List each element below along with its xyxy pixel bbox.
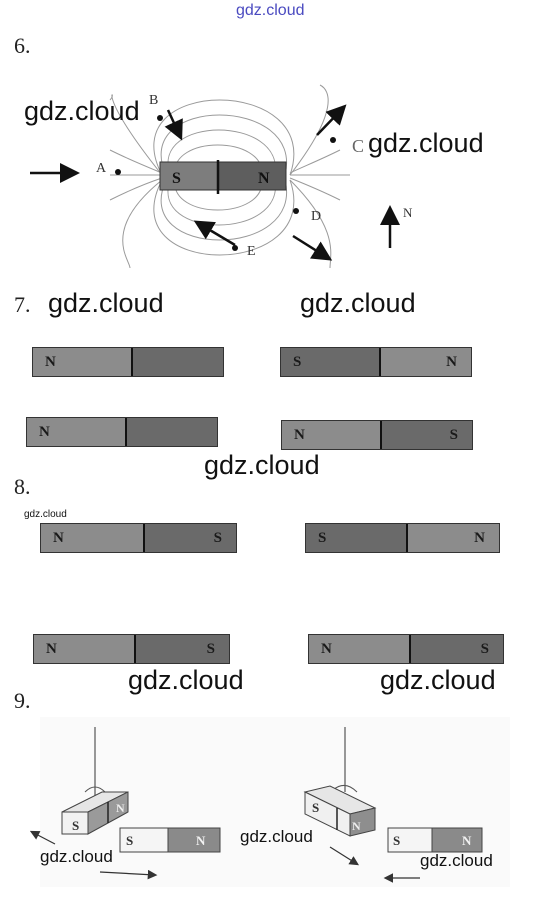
magnet-7-3-right — [127, 418, 217, 446]
point-d: D — [311, 209, 321, 224]
point-e: E — [247, 244, 256, 259]
magnet-8-1: N S — [40, 523, 237, 553]
magnet-7-4-right: S — [382, 421, 472, 449]
bar-left-n: N — [196, 833, 206, 848]
watermark-7b: gdz.cloud — [300, 288, 416, 318]
magnet-7-2-left: S — [281, 348, 379, 376]
watermark-6b: gdz.cloud — [368, 128, 484, 158]
task-6-number: 6. — [14, 33, 31, 58]
point-a: A — [96, 161, 107, 176]
task-9-number: 9. — [14, 688, 31, 713]
bar-left-s: S — [126, 833, 133, 848]
magnet-8-4-right: S — [411, 635, 503, 663]
watermark-7c: gdz.cloud — [204, 450, 320, 480]
magnet6-left-label: S — [172, 170, 181, 187]
watermark-9b: gdz.cloud — [240, 827, 313, 846]
watermark-top: gdz.cloud — [236, 2, 305, 19]
hang-left-s: S — [72, 818, 79, 833]
watermark-9a: gdz.cloud — [40, 847, 113, 866]
hanging-magnets-diagram: S N S N S N S N — [29, 717, 510, 887]
watermark-6a: gdz.cloud — [24, 96, 140, 126]
watermark-8-small: gdz.cloud — [24, 509, 67, 520]
magnet-7-4: N S — [281, 420, 473, 450]
magnet-8-4-left: N — [309, 635, 409, 663]
magnet-8-3: N S — [33, 634, 230, 664]
magnet-8-2: S N — [305, 523, 500, 553]
magnetic-field-diagram: S N A B C D E N — [30, 84, 413, 269]
magnet-7-3: N — [26, 417, 218, 447]
magnet-7-3-left: N — [27, 418, 125, 446]
magnet-8-1-left: N — [41, 524, 143, 552]
watermark-7a: gdz.cloud — [48, 288, 164, 318]
task-7-number: 7. — [14, 292, 31, 317]
watermark-8a: gdz.cloud — [128, 665, 244, 695]
hang-left-n: N — [116, 801, 125, 815]
magnet-8-2-right: N — [408, 524, 499, 552]
magnet-7-2-right: N — [381, 348, 471, 376]
magnet-7-2: S N — [280, 347, 472, 377]
magnet-7-4-left: N — [282, 421, 380, 449]
magnet-7-1: N — [32, 347, 224, 377]
point-b: B — [149, 93, 158, 108]
hang-right-s: S — [312, 800, 319, 815]
hang-right-n: N — [352, 819, 361, 833]
watermark-8b: gdz.cloud — [380, 665, 496, 695]
magnet-8-3-left: N — [34, 635, 134, 663]
magnet6-right-label: N — [258, 170, 270, 187]
magnet-7-1-right — [133, 348, 223, 376]
magnet-8-1-right: S — [145, 524, 236, 552]
bar-right-s: S — [393, 833, 400, 848]
task-8-number: 8. — [14, 474, 31, 499]
magnet-7-1-left: N — [33, 348, 131, 376]
magnet-8-3-right: S — [136, 635, 229, 663]
point-c: C — [352, 136, 364, 156]
magnet-8-4: N S — [308, 634, 504, 664]
watermark-9c: gdz.cloud — [420, 851, 493, 870]
bar-right-n: N — [462, 833, 472, 848]
compass-north-label: N — [403, 205, 413, 220]
magnet-8-2-left: S — [306, 524, 406, 552]
